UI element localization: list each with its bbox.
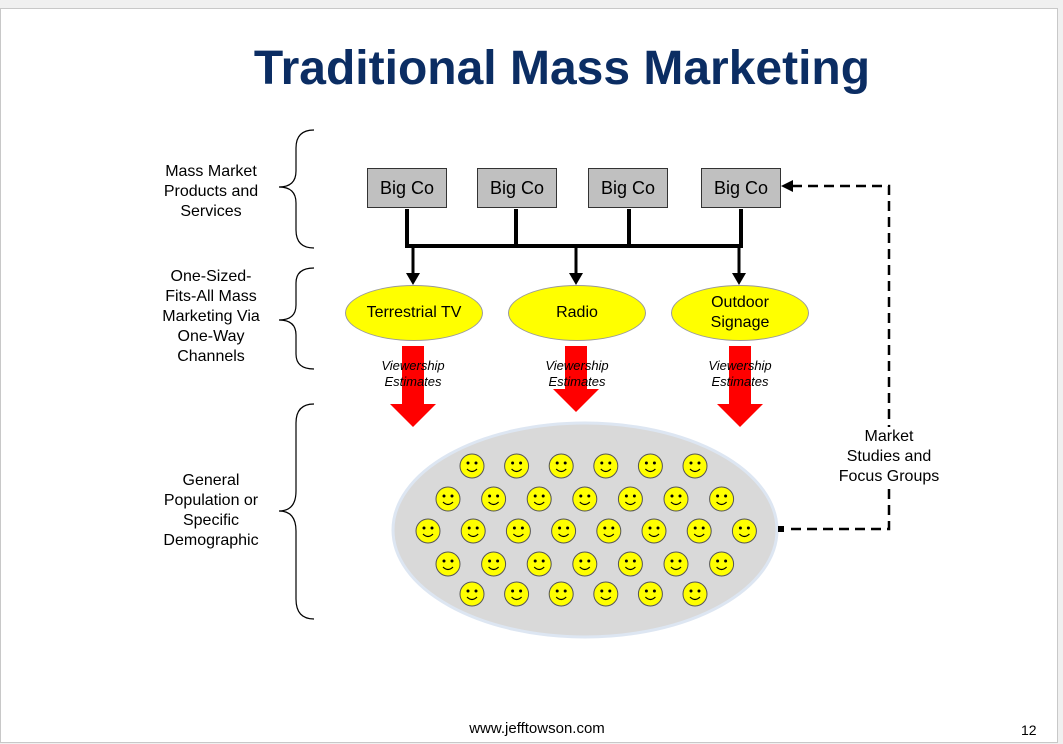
company-box: Big Co xyxy=(367,168,447,208)
label-line: Products and xyxy=(163,183,259,200)
channel-label: Radio xyxy=(556,304,598,321)
label-line: Marketing Via xyxy=(162,308,260,325)
smiley-face-icon xyxy=(505,518,531,544)
label-line: Focus Groups xyxy=(838,468,940,485)
company-box: Big Co xyxy=(701,168,781,208)
label-one-way-channels: One-Sized- Fits-All Mass Marketing Via O… xyxy=(151,267,271,367)
smiley-face-icon xyxy=(593,453,619,479)
viewership-estimates-label: Viewership Estimates xyxy=(522,358,632,390)
smiley-face-icon xyxy=(548,581,574,607)
smiley-face-icon xyxy=(572,486,598,512)
slide: Traditional Mass Marketing xyxy=(0,8,1058,743)
smiley-face-icon xyxy=(459,581,485,607)
label-line: Services xyxy=(180,203,242,220)
brace-channels xyxy=(278,267,315,370)
smiley-face-icon xyxy=(593,581,619,607)
label-line: Specific xyxy=(182,512,240,529)
channel-feed-arrows xyxy=(406,246,746,285)
viewership-estimates-label: Viewership Estimates xyxy=(358,358,468,390)
population-ellipse xyxy=(391,421,779,639)
smiley-face-icon xyxy=(617,486,643,512)
label-line: One-Sized- xyxy=(170,268,252,285)
smiley-face-icon xyxy=(460,518,486,544)
label-line: General xyxy=(182,472,240,489)
label-products-services: Mass Market Products and Services xyxy=(151,162,271,222)
label-line: Mass Market xyxy=(165,163,257,180)
smiley-face-icon xyxy=(526,486,552,512)
smiley-face-icon xyxy=(637,453,663,479)
brace-population xyxy=(278,403,315,620)
smiley-face-icon xyxy=(682,581,708,607)
company-box: Big Co xyxy=(588,168,668,208)
red-down-arrow xyxy=(390,346,436,427)
red-down-arrow xyxy=(717,346,763,427)
smiley-face-icon xyxy=(637,581,663,607)
label-line: Estimates xyxy=(384,374,442,389)
channel-radio: Radio xyxy=(508,285,646,341)
label-line: Studies and xyxy=(846,448,932,465)
smiley-face-icon xyxy=(572,551,598,577)
feedback-arrowhead xyxy=(781,180,793,192)
label-line: Channels xyxy=(177,348,245,365)
label-line: Population or xyxy=(163,492,259,509)
smiley-face-icon xyxy=(481,551,507,577)
viewership-estimates-label: Viewership Estimates xyxy=(685,358,795,390)
smiley-face-icon xyxy=(663,551,689,577)
smiley-face-icon xyxy=(709,551,735,577)
smiley-face-icon xyxy=(617,551,643,577)
smiley-face-icon xyxy=(415,518,441,544)
label-line: Viewership xyxy=(545,358,609,373)
red-down-arrow xyxy=(553,346,599,412)
smiley-group xyxy=(415,453,757,607)
channel-label: Outdoor xyxy=(711,294,769,311)
label-line: One-Way xyxy=(177,328,245,345)
feedback-dashed-line xyxy=(791,184,891,531)
label-line: Fits-All Mass xyxy=(165,288,257,305)
channel-terrestrial-tv: Terrestrial TV xyxy=(345,285,483,341)
label-market-studies: Market Studies and Focus Groups xyxy=(827,427,951,487)
feedback-line-cover xyxy=(833,427,945,489)
label-line: Demographic xyxy=(163,532,259,549)
page-number: 12 xyxy=(1021,722,1037,738)
channel-label: Terrestrial TV xyxy=(366,304,462,321)
smiley-face-icon xyxy=(663,486,689,512)
slide-title: Traditional Mass Marketing xyxy=(253,42,871,95)
label-line: Estimates xyxy=(548,374,606,389)
smiley-face-icon xyxy=(504,581,530,607)
company-connector xyxy=(405,209,743,248)
smiley-face-icon xyxy=(548,453,574,479)
diagram-canvas xyxy=(278,129,945,639)
smiley-face-icon xyxy=(596,518,622,544)
smiley-face-icon xyxy=(682,453,708,479)
label-population: General Population or Specific Demograph… xyxy=(151,471,271,551)
smiley-face-icon xyxy=(686,518,712,544)
channel-label: Signage xyxy=(710,314,770,331)
smiley-face-icon xyxy=(526,551,552,577)
brace-products xyxy=(278,129,315,249)
channel-outdoor-signage: Outdoor Signage xyxy=(671,285,809,341)
smiley-face-icon xyxy=(481,486,507,512)
footer-url: www.jefftowson.com xyxy=(469,720,605,737)
label-line: Viewership xyxy=(708,358,772,373)
smiley-face-icon xyxy=(641,518,667,544)
label-line: Viewership xyxy=(381,358,445,373)
smiley-face-icon xyxy=(435,486,461,512)
smiley-face-icon xyxy=(731,518,757,544)
label-line: Market xyxy=(864,428,914,445)
smiley-face-icon xyxy=(504,453,530,479)
smiley-face-icon xyxy=(709,486,735,512)
label-line: Estimates xyxy=(711,374,769,389)
smiley-face-icon xyxy=(435,551,461,577)
feedback-start-dot xyxy=(778,526,784,532)
smiley-face-icon xyxy=(459,453,485,479)
smiley-face-icon xyxy=(551,518,577,544)
company-box: Big Co xyxy=(477,168,557,208)
